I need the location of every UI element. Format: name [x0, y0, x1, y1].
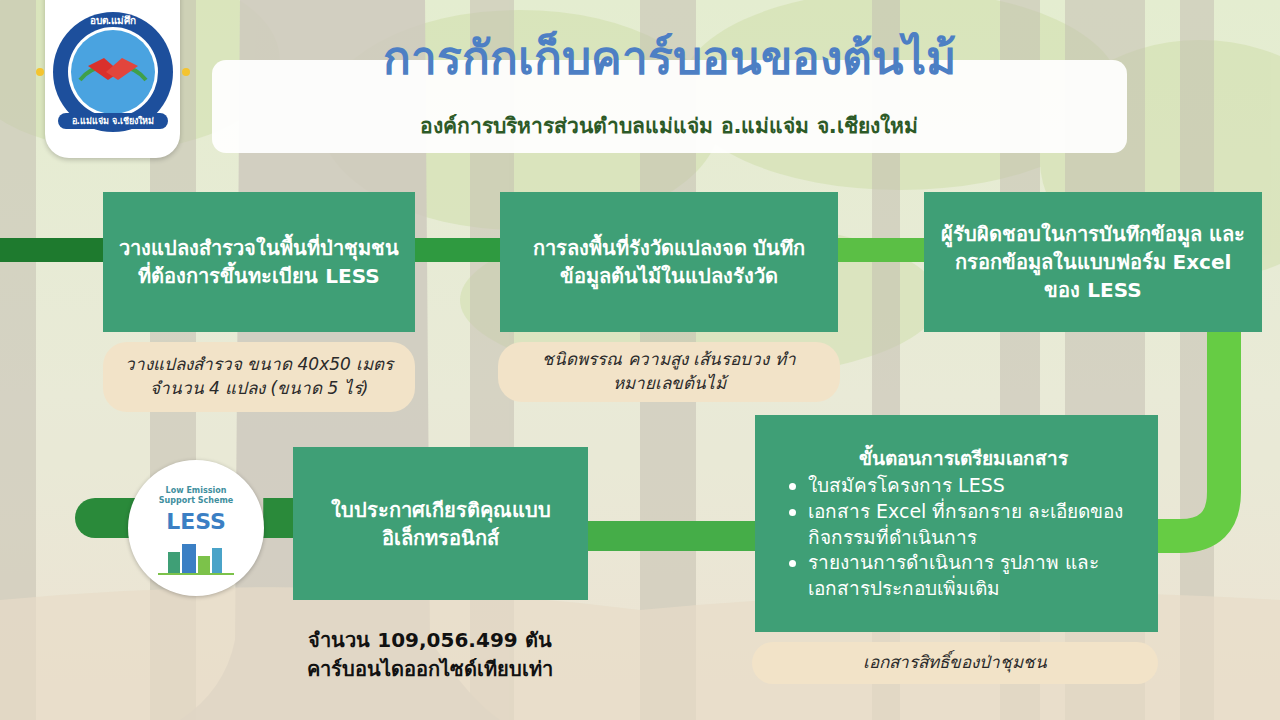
box-text: ใบประกาศเกียรติคุณแบบอิเล็กทรอนิกส์: [307, 496, 574, 552]
process-box: การลงพื้นที่รังวัดแปลงจด บันทึกข้อมูลต้น…: [500, 192, 838, 332]
emblem: [71, 30, 155, 114]
less-logo: Low Emission Support SchemeLESS: [128, 460, 264, 596]
bullet-row: รายงานการดำเนินการ รูปภาพ และเอกสารประกอ…: [789, 550, 1138, 601]
note-pill: เอกสารสิทธิ์ของป่าชุมชน: [752, 642, 1158, 684]
note-pill: ชนิดพรรณ ความสูง เส้นรอบวง ทำหมายเลขต้นไ…: [498, 342, 840, 402]
process-box: วางแปลงสำรวจในพื้นที่ป่าชุมชนที่ต้องการข…: [103, 192, 415, 332]
building: [198, 556, 210, 574]
process-box: ผู้รับผิดชอบในการบันทึกข้อมูล และกรอกข้อ…: [924, 192, 1262, 332]
box-heading: ขั้นตอนการเตรียมเอกสาร: [789, 446, 1138, 472]
flow-band: [415, 238, 500, 262]
note-pill: วางแปลงสำรวจ ขนาด 40x50 เมตร จำนวน 4 แปล…: [103, 342, 415, 412]
diagram-title: การกักเก็บคาร์บอนของต้นไม้: [383, 28, 956, 88]
emblem: [58, 113, 168, 129]
bullet-row: ใบสมัครโครงการ LESS: [789, 473, 1138, 499]
carbon-total: จำนวน 109,056.499 ตันคาร์บอนไดออกไซด์เที…: [250, 626, 610, 684]
box-text: วางแปลงสำรวจ ขนาด 40x50 เมตร จำนวน 4 แปล…: [121, 353, 397, 401]
bullet-text: รายงานการดำเนินการ รูปภาพ และเอกสารประกอ…: [808, 550, 1138, 601]
building: [168, 552, 180, 574]
box-text: วางแปลงสำรวจในพื้นที่ป่าชุมชนที่ต้องการข…: [117, 234, 401, 290]
emblem: [106, 58, 138, 80]
building: [212, 548, 222, 574]
ground-line: [158, 573, 234, 575]
emblem: [0, 238, 110, 262]
emblem-text: อบต.แม่ศึก: [90, 14, 137, 28]
emblem-text: อ.แม่แจ่ม จ.เชียงใหม่: [72, 114, 155, 128]
emblem: [36, 68, 44, 76]
bullet-text: เอกสาร Excel ที่กรอกราย ละเอียดของกิจกรร…: [808, 499, 1138, 550]
box-text: ชนิดพรรณ ความสูง เส้นรอบวง ทำหมายเลขต้นไ…: [516, 348, 822, 396]
process-box: ใบประกาศเกียรติคุณแบบอิเล็กทรอนิกส์: [293, 447, 588, 600]
emblem: [68, 27, 158, 117]
box-text: การลงพื้นที่รังวัดแปลงจด บันทึกข้อมูลต้น…: [514, 234, 824, 290]
document-box: ขั้นตอนการเตรียมเอกสารใบสมัครโครงการ LES…: [755, 415, 1158, 632]
flow-band: [263, 498, 293, 538]
box-text: ผู้รับผิดชอบในการบันทึกข้อมูล และกรอกข้อ…: [938, 220, 1248, 304]
flow-band: [588, 521, 755, 551]
emblem: [53, 12, 173, 132]
bullet-dot: [789, 509, 796, 516]
bullet-row: เอกสาร Excel ที่กรอกราย ละเอียดของกิจกรร…: [789, 499, 1138, 550]
bullet-text: ใบสมัครโครงการ LESS: [808, 473, 1005, 499]
building: [182, 544, 196, 574]
logo-word: LESS: [166, 509, 226, 535]
flow-band: [1158, 332, 1224, 536]
logo-tagline: Low Emission Support Scheme: [148, 486, 244, 505]
emblem: [182, 68, 190, 76]
subtitle: องค์การบริหารส่วนตำบลแม่แจ่ม อ.แม่แจ่ม จ…: [420, 111, 918, 141]
flow-band: [838, 238, 924, 262]
bullet-dot: [789, 560, 796, 567]
box-text: เอกสารสิทธิ์ของป่าชุมชน: [863, 651, 1047, 675]
bullet-dot: [789, 483, 796, 490]
